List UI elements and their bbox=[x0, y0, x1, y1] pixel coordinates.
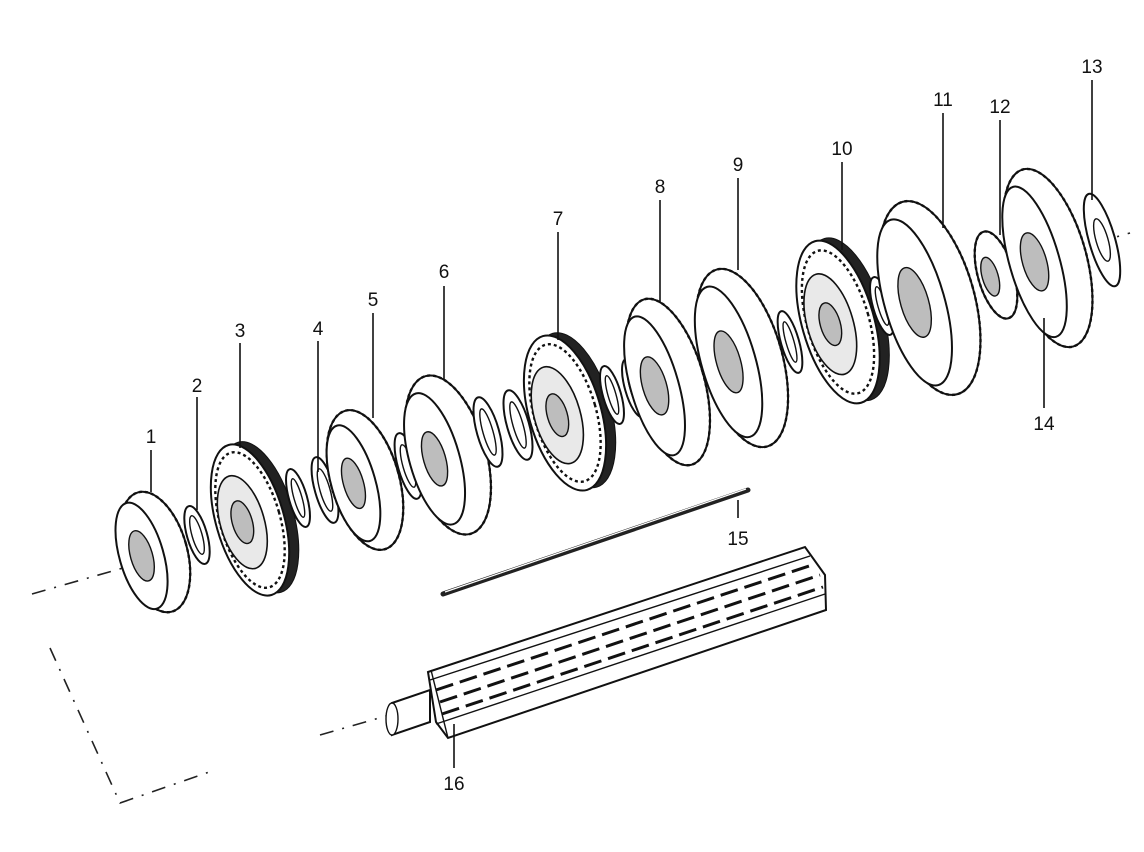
part-9-gear bbox=[693, 267, 790, 449]
callout-5: 5 bbox=[368, 290, 379, 311]
callout-8: 8 bbox=[655, 177, 666, 198]
part-7-synchro bbox=[522, 332, 617, 492]
callout-2: 2 bbox=[192, 376, 203, 397]
callout-16: 16 bbox=[443, 774, 464, 795]
callout-4: 4 bbox=[313, 319, 324, 340]
callout-13: 13 bbox=[1081, 57, 1102, 78]
part-2-ring bbox=[183, 505, 211, 565]
callout-6: 6 bbox=[439, 262, 450, 283]
part-6-gear bbox=[403, 374, 493, 536]
part-14-gear bbox=[1001, 167, 1094, 349]
callout-numbers: 1 2 3 4 5 6 7 8 9 10 11 12 13 14 15 16 bbox=[146, 57, 1103, 795]
callout-14: 14 bbox=[1033, 414, 1055, 435]
spacer-rings-a bbox=[285, 456, 340, 528]
callout-leaders bbox=[150, 80, 1093, 768]
callout-9: 9 bbox=[733, 155, 744, 176]
callout-10: 10 bbox=[831, 139, 852, 160]
part-10-synchro bbox=[795, 237, 890, 405]
spacer-rings-c bbox=[472, 389, 534, 468]
part-15-rod bbox=[440, 487, 751, 597]
callout-3: 3 bbox=[235, 321, 246, 342]
callout-12: 12 bbox=[989, 97, 1010, 118]
callout-1: 1 bbox=[146, 427, 157, 448]
part-5-gear bbox=[325, 408, 405, 552]
part-11-gear bbox=[876, 199, 982, 397]
callout-15: 15 bbox=[727, 529, 748, 550]
spacer-rings-e bbox=[776, 310, 804, 374]
part-13-washer bbox=[1082, 192, 1122, 288]
callout-11: 11 bbox=[933, 90, 953, 111]
part-1-gear bbox=[114, 490, 192, 614]
part-16-shaft bbox=[385, 545, 828, 740]
part-3-synchro bbox=[209, 441, 300, 597]
callout-7: 7 bbox=[553, 209, 564, 230]
